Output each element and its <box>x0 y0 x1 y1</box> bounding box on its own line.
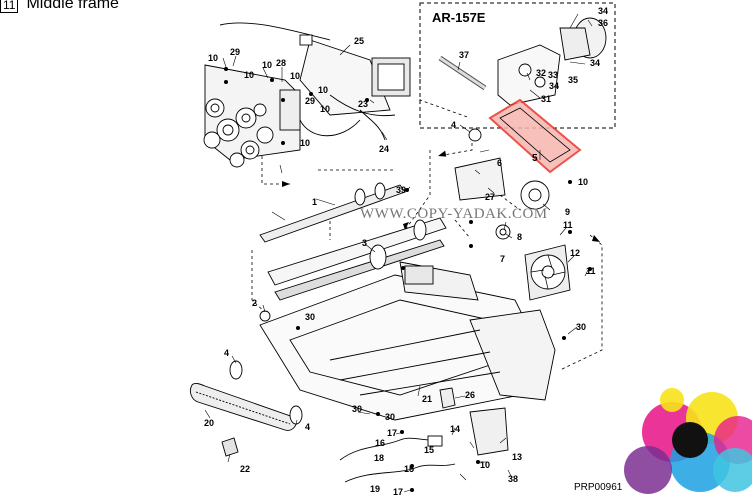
callout-10: 10 <box>320 104 330 114</box>
callout-7: 7 <box>500 254 505 264</box>
callout-11: 11 <box>563 220 573 230</box>
callout-32: 32 <box>536 68 546 78</box>
callout-39: 39 <box>396 185 406 195</box>
callout-10: 10 <box>318 85 328 95</box>
callout-23: 23 <box>358 99 368 109</box>
callout-25: 25 <box>354 36 364 46</box>
callout-15: 15 <box>424 445 434 455</box>
callout-10: 10 <box>300 138 310 148</box>
callout-29: 29 <box>305 96 315 106</box>
callout-33: 33 <box>548 70 558 80</box>
highlighted-part-5 <box>488 98 582 174</box>
callout-30: 30 <box>352 404 362 414</box>
callout-10: 10 <box>262 60 272 70</box>
callout-35: 35 <box>568 75 578 85</box>
callout-27: 27 <box>485 192 495 202</box>
callout-6: 6 <box>497 158 502 168</box>
callout-19: 19 <box>370 484 380 494</box>
callout-9: 9 <box>565 207 570 217</box>
callout-20: 20 <box>204 418 214 428</box>
main-frame <box>259 261 556 421</box>
drive-gear-bracket <box>203 22 411 168</box>
callout-29: 29 <box>230 47 240 57</box>
callout-15: 15 <box>404 464 414 474</box>
callout-30: 30 <box>305 312 315 322</box>
callout-4: 4 <box>224 348 229 358</box>
callout-18: 18 <box>374 453 384 463</box>
callout-34: 34 <box>598 6 608 16</box>
callout-31: 31 <box>541 94 551 104</box>
callout-12: 12 <box>570 248 580 258</box>
callout-1: 1 <box>312 197 317 207</box>
rollers <box>259 128 482 301</box>
callout-10: 10 <box>208 53 218 63</box>
callout-26: 26 <box>465 390 475 400</box>
drawing-code: PRP00961 <box>574 482 623 493</box>
cooling-fan <box>454 157 571 301</box>
watermark-text: WWW.COPY-YADAK.COM <box>360 206 548 222</box>
ar157e-fan-assembly <box>438 17 607 106</box>
callout-30: 30 <box>385 412 395 422</box>
arrows <box>282 150 600 242</box>
section-title: Middle frame <box>26 0 119 12</box>
callout-14: 14 <box>450 424 460 434</box>
callout-21: 21 <box>422 394 432 404</box>
callout-4: 4 <box>451 120 456 130</box>
model-label: AR-157E <box>432 10 486 25</box>
callout-28: 28 <box>276 58 286 68</box>
callout-10: 10 <box>480 460 490 470</box>
callout-8: 8 <box>517 232 522 242</box>
callout-10: 10 <box>244 70 254 80</box>
color-logo <box>624 388 752 494</box>
callout-22: 22 <box>240 464 250 474</box>
callout-30: 30 <box>576 322 586 332</box>
callout-10: 10 <box>290 71 300 81</box>
leader-lines <box>204 13 593 493</box>
callout-17: 17 <box>387 428 397 438</box>
model-option-box <box>419 2 616 129</box>
callout-34: 34 <box>590 58 600 68</box>
callout-37: 37 <box>459 50 469 60</box>
section-number: 11 <box>0 0 19 13</box>
sensor-harness <box>339 387 509 483</box>
section-header: 11 Middle frame <box>0 0 119 14</box>
callout-labels: 10 29 10 28 10 25 10 29 10 10 23 24 10 3… <box>204 6 608 497</box>
callout-17: 17 <box>393 487 403 497</box>
callout-5: 5 <box>532 153 538 164</box>
callout-3: 3 <box>362 238 367 248</box>
callout-34: 34 <box>549 81 559 91</box>
callout-11: 11 <box>586 266 596 276</box>
callout-2: 2 <box>252 298 257 308</box>
callout-13: 13 <box>512 452 522 462</box>
callout-36: 36 <box>598 18 608 28</box>
callout-24: 24 <box>379 144 389 154</box>
callout-38: 38 <box>508 474 518 484</box>
callout-4: 4 <box>305 422 310 432</box>
callout-10: 10 <box>578 177 588 187</box>
callout-16: 16 <box>375 438 385 448</box>
timing-belt <box>189 310 303 457</box>
